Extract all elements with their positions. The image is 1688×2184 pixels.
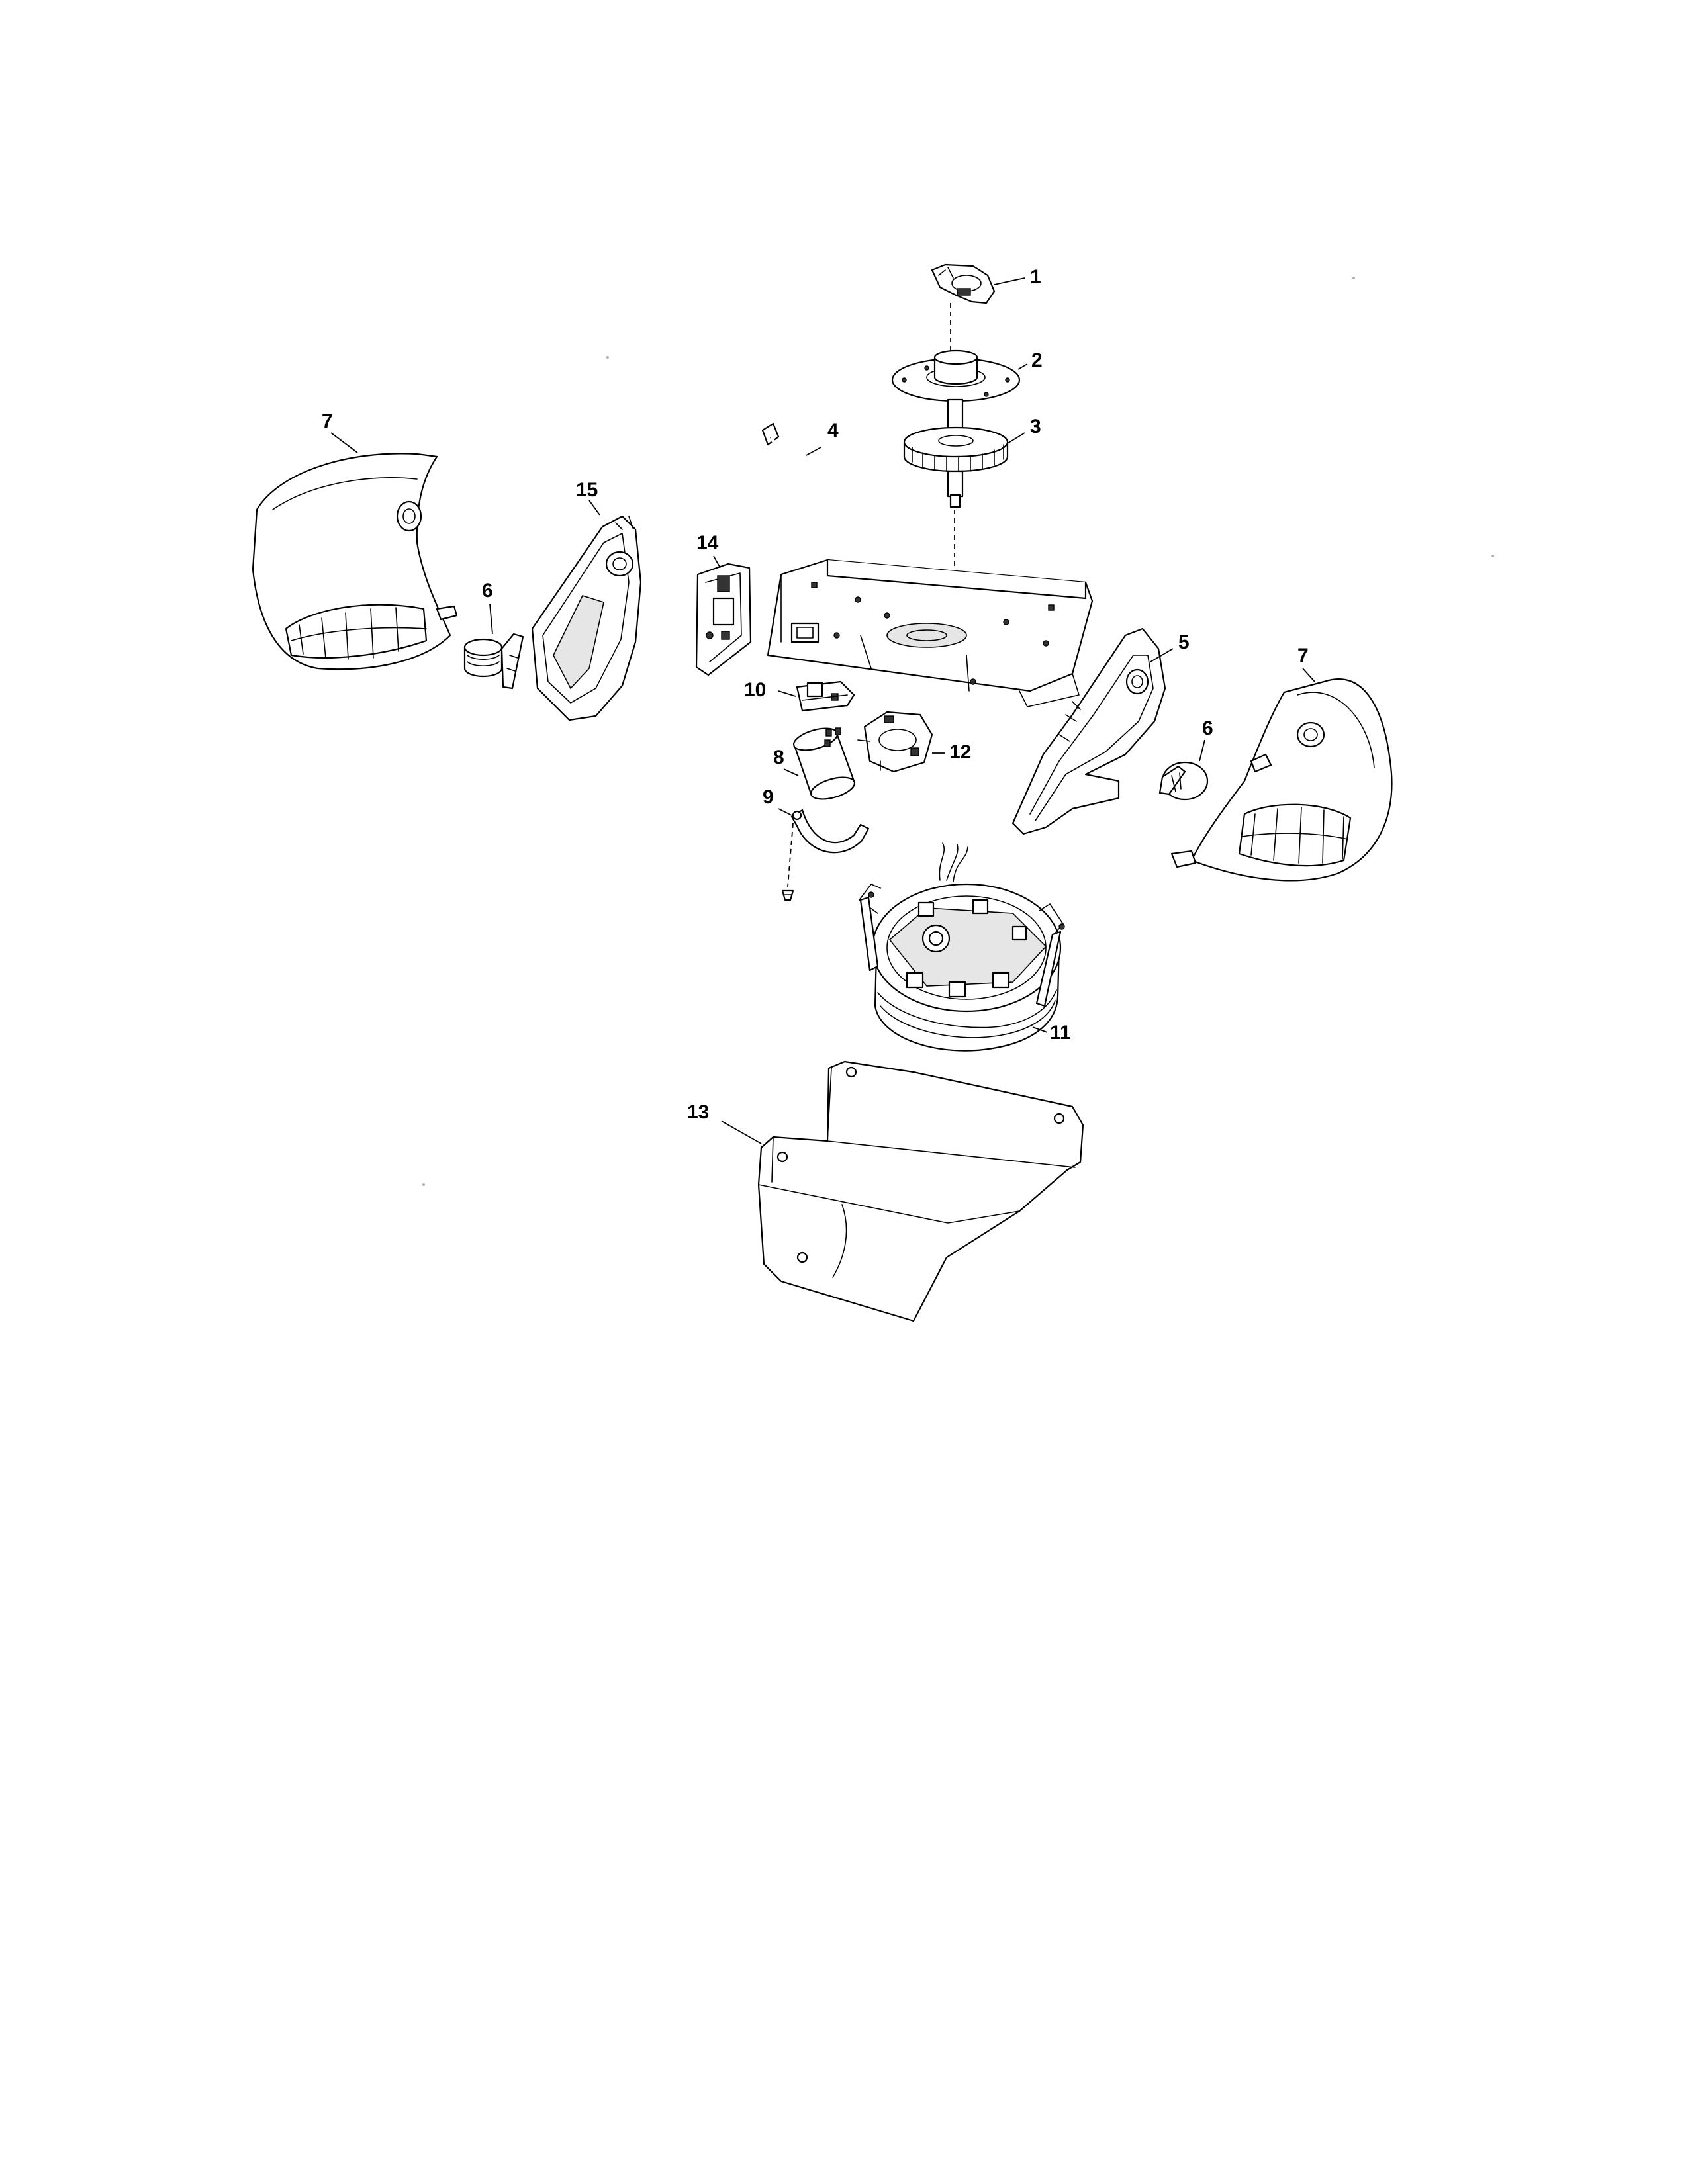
part-3-drive-gear: [903, 426, 1009, 508]
callout-14: 14: [696, 532, 719, 554]
part-10-switch-bracket: [796, 680, 855, 712]
part-15-left-inner-housing: [531, 515, 642, 721]
callout-1: 1: [1030, 266, 1041, 288]
callout-12: 12: [949, 741, 971, 763]
callout-3: 3: [1030, 416, 1041, 437]
part-1-bearing-clip: [931, 263, 996, 304]
leader-lines: [330, 277, 1315, 1144]
part-11-motor: [859, 842, 1065, 1052]
scan-specks: [422, 277, 1494, 1186]
callout-7-right: 7: [1297, 645, 1309, 666]
part-7-right-cover: [1170, 678, 1393, 882]
callout-15: 15: [576, 479, 598, 501]
callout-labels: 1 2 3 4 5 6 6 7 7 8 9 10 11 12 13 14 15: [322, 266, 1309, 1123]
callout-13: 13: [687, 1101, 709, 1123]
part-13-light-lens: [757, 1060, 1084, 1322]
part-8-capacitor: [792, 727, 856, 800]
part-2-flange-plate: [891, 349, 1021, 434]
part-7-left-cover: [252, 453, 458, 670]
callout-6-left: 6: [482, 580, 493, 602]
callout-9: 9: [763, 786, 774, 808]
callout-7-left: 7: [322, 410, 333, 432]
callout-5: 5: [1178, 631, 1190, 653]
part-14-logic-board: [695, 563, 752, 676]
callout-4: 4: [827, 420, 839, 441]
part-6-right-lamp-socket: [1158, 761, 1209, 801]
callout-11: 11: [1050, 1022, 1071, 1044]
part-9-strap-screw: [790, 809, 870, 854]
part-6-left-lamp-socket: [463, 633, 524, 690]
callout-2: 2: [1031, 349, 1043, 371]
callout-10: 10: [744, 679, 766, 701]
part-9-screw: [781, 889, 794, 901]
chassis-plate: [767, 559, 1094, 707]
axis-dash-9-screw: [787, 823, 794, 887]
part-12-limit-assembly: [857, 711, 933, 773]
part-5-right-inner-housing: [1011, 627, 1166, 835]
callout-8: 8: [773, 747, 784, 768]
callout-6-right: 6: [1202, 717, 1213, 739]
